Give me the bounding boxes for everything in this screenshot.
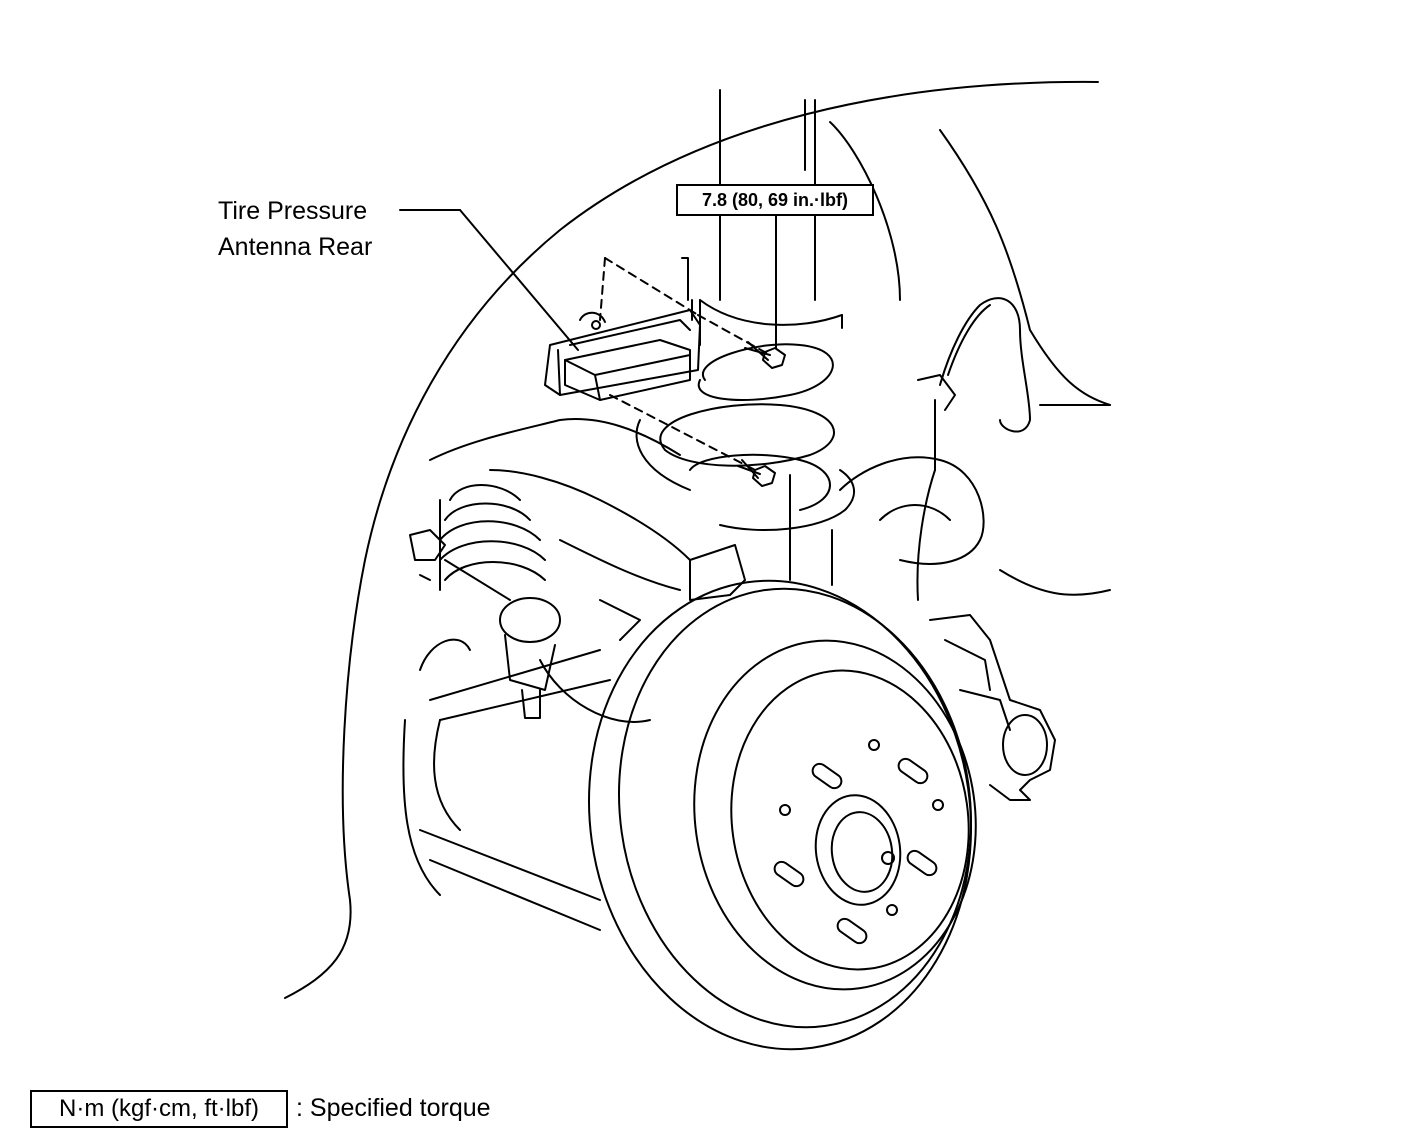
coil-spring — [637, 344, 855, 530]
tie-rod-end — [410, 530, 560, 718]
sensor-cable — [917, 298, 1030, 600]
strut-assembly — [700, 90, 842, 585]
legend-description: : Specified torque — [296, 1094, 491, 1122]
part-label-line2: Antenna Rear — [218, 233, 373, 261]
torque-spec-label: 7.8 (80, 69 in.·lbf) — [676, 184, 874, 216]
brake-caliper — [930, 615, 1055, 800]
legend-unit-box: N·m (kgf·cm, ft·lbf) — [30, 1090, 288, 1128]
part-leader-line-diagonal — [460, 210, 578, 350]
drive-shaft-boot — [440, 485, 545, 590]
fender-outline — [285, 82, 1110, 998]
part-label-line1: Tire Pressure — [218, 197, 368, 225]
brake-rotor — [559, 556, 1001, 1074]
alignment-lines — [600, 258, 770, 470]
antenna-unit — [565, 340, 690, 400]
lower-arm — [420, 640, 610, 930]
hub-studs — [772, 740, 943, 946]
bolt-lower — [738, 460, 775, 486]
antenna-bracket — [545, 258, 700, 395]
